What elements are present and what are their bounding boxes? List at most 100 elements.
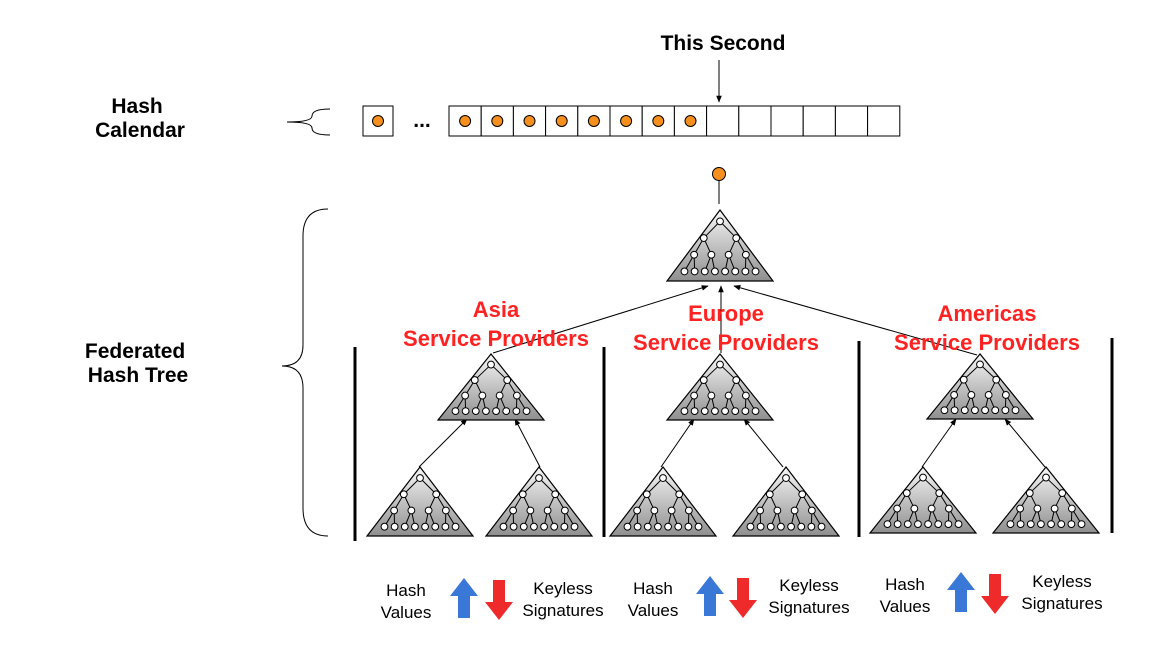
calendar-hash-dot (652, 115, 665, 127)
tree-node (659, 474, 667, 482)
tree-node (741, 267, 750, 276)
tree-node (560, 522, 569, 531)
tree-node (650, 506, 659, 515)
asia-leaf-tree-left (365, 466, 475, 537)
tree-node (471, 407, 480, 415)
tree-node (482, 407, 490, 415)
tree-node (664, 522, 672, 531)
tree-node (478, 391, 487, 400)
tree-node (1006, 520, 1015, 528)
tree-triangle (365, 466, 475, 537)
tree-node (699, 234, 708, 242)
tree-node (390, 506, 399, 515)
tree-node (421, 522, 429, 531)
calendar-cell (867, 105, 901, 137)
tree-node (1042, 473, 1050, 482)
up-arrow-icon (947, 572, 975, 612)
tree-node (782, 474, 790, 482)
tree-node (431, 522, 440, 531)
tree-node (684, 506, 693, 515)
tree-node (766, 522, 775, 531)
asia-left-arrow (418, 418, 468, 468)
tree-node (883, 520, 892, 528)
tree-node (509, 522, 518, 531)
tree-node (667, 506, 676, 515)
hash-trees (365, 208, 1101, 537)
tree-node (798, 490, 807, 499)
tree-node (690, 391, 699, 400)
tree-node (492, 407, 500, 415)
tree-node (643, 522, 652, 531)
tree-node (690, 267, 699, 276)
calendar-hash-dot (620, 115, 633, 127)
americas-label: Americas (937, 301, 1036, 326)
tree-node (971, 406, 979, 415)
tree-node (716, 360, 724, 369)
tree-node (674, 522, 683, 531)
tree-node (1025, 489, 1034, 497)
tree-triangle (665, 353, 775, 421)
tree-triangle (731, 466, 841, 537)
tree-node (991, 406, 1000, 415)
federated-brace (281, 208, 329, 537)
tree-node (522, 407, 531, 415)
calendar-hash-dot (684, 115, 697, 127)
tree-node (451, 407, 460, 415)
tree-node (934, 520, 943, 528)
tree-node (535, 474, 543, 482)
tree-node (944, 520, 953, 528)
asia-tree (436, 353, 546, 421)
tree-triangle (665, 208, 775, 282)
americas-right-arrow (1004, 418, 1046, 468)
tree-node (731, 267, 740, 276)
down-arrow-icon (729, 578, 757, 618)
tree-node (903, 520, 912, 528)
tree-node (424, 506, 433, 515)
tree-node (741, 250, 750, 259)
tree-node (790, 506, 799, 515)
tree-node (992, 375, 1001, 384)
tree-node (721, 267, 729, 276)
tree-node (1016, 504, 1025, 513)
tree-node (680, 407, 689, 415)
tree-node (817, 522, 826, 531)
calendar-hash-dot (459, 115, 472, 127)
tree-node (633, 522, 642, 531)
tree-node (390, 522, 399, 531)
federated-hash-tree-label: Federated Hash Tree (85, 340, 191, 387)
tree-node (400, 522, 409, 531)
tree-node (746, 522, 755, 531)
tree-node (960, 406, 969, 415)
europe-leaf-tree-left (608, 466, 718, 537)
tree-node (797, 522, 806, 531)
tree-node (950, 406, 959, 415)
tree-node (690, 407, 699, 415)
americas-leaf-tree-left (868, 466, 978, 534)
asia-right-arrow (514, 418, 541, 468)
tree-node (944, 504, 953, 513)
tree-node (512, 407, 521, 415)
tree-node (1067, 520, 1076, 528)
calendar-hash-dot (555, 115, 568, 127)
europe-tree (665, 353, 775, 421)
up-arrow-icon (696, 576, 724, 616)
tree-node (470, 376, 479, 384)
tree-node (711, 407, 719, 415)
calendar-hash-dot (491, 115, 504, 127)
europe-right-arrow (743, 418, 784, 468)
tree-node (1058, 489, 1067, 497)
tree-node (756, 522, 765, 531)
calendar-hash-dot (523, 115, 536, 127)
tree-node (690, 250, 699, 259)
tree-node (773, 506, 782, 515)
tree-node (700, 407, 709, 415)
tree-node (518, 490, 527, 499)
up-arrow-icon (450, 578, 478, 618)
